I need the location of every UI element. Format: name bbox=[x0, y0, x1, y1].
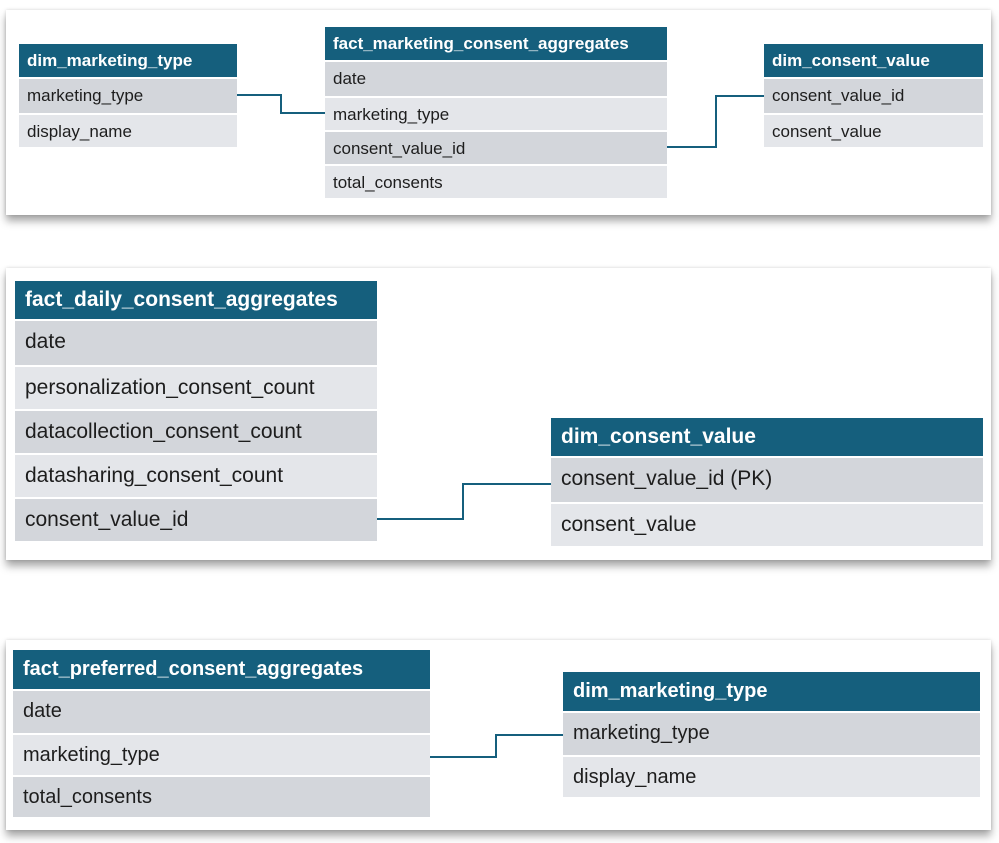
table-fact-daily-consent-aggregates: fact_daily_consent_aggregates date perso… bbox=[15, 281, 377, 541]
table-field: personalization_consent_count bbox=[15, 365, 377, 409]
table-field: consent_value bbox=[551, 502, 983, 546]
table-field: marketing_type bbox=[563, 713, 980, 755]
table-dim-consent-value-1: dim_consent_value consent_value_id conse… bbox=[764, 44, 983, 147]
table-field: datasharing_consent_count bbox=[15, 453, 377, 497]
table-field: marketing_type bbox=[19, 79, 237, 113]
link-consent-value-id-2 bbox=[377, 483, 551, 520]
table-header: dim_marketing_type bbox=[19, 44, 237, 77]
table-header: fact_marketing_consent_aggregates bbox=[325, 27, 667, 60]
table-field: consent_value_id bbox=[764, 79, 983, 113]
link-marketing-type-1 bbox=[237, 94, 325, 114]
table-field: date bbox=[15, 321, 377, 365]
table-header: fact_daily_consent_aggregates bbox=[15, 281, 377, 319]
table-field: date bbox=[13, 691, 430, 733]
table-field: display_name bbox=[19, 113, 237, 147]
table-field: consent_value_id (PK) bbox=[551, 458, 983, 502]
link-marketing-type-2 bbox=[430, 734, 563, 758]
table-header: dim_consent_value bbox=[551, 418, 983, 456]
table-header: fact_preferred_consent_aggregates bbox=[13, 650, 430, 689]
table-dim-marketing-type-1: dim_marketing_type marketing_type displa… bbox=[19, 44, 237, 147]
table-field: consent_value bbox=[764, 113, 983, 147]
link-consent-value-id-1 bbox=[667, 95, 764, 148]
table-dim-marketing-type-2: dim_marketing_type marketing_type displa… bbox=[563, 672, 980, 797]
table-field: total_consents bbox=[325, 164, 667, 198]
table-field: marketing_type bbox=[325, 96, 667, 130]
table-dim-consent-value-2: dim_consent_value consent_value_id (PK) … bbox=[551, 418, 983, 546]
table-field: marketing_type bbox=[13, 733, 430, 775]
table-field: display_name bbox=[563, 755, 980, 797]
table-field: datacollection_consent_count bbox=[15, 409, 377, 453]
table-fact-preferred-consent-aggregates: fact_preferred_consent_aggregates date m… bbox=[13, 650, 430, 817]
table-field: consent_value_id bbox=[325, 130, 667, 164]
table-field: date bbox=[325, 62, 667, 96]
table-field: consent_value_id bbox=[15, 497, 377, 541]
table-fact-marketing-consent-aggregates: fact_marketing_consent_aggregates date m… bbox=[325, 27, 667, 198]
table-header: dim_consent_value bbox=[764, 44, 983, 77]
table-field: total_consents bbox=[13, 775, 430, 817]
table-header: dim_marketing_type bbox=[563, 672, 980, 711]
